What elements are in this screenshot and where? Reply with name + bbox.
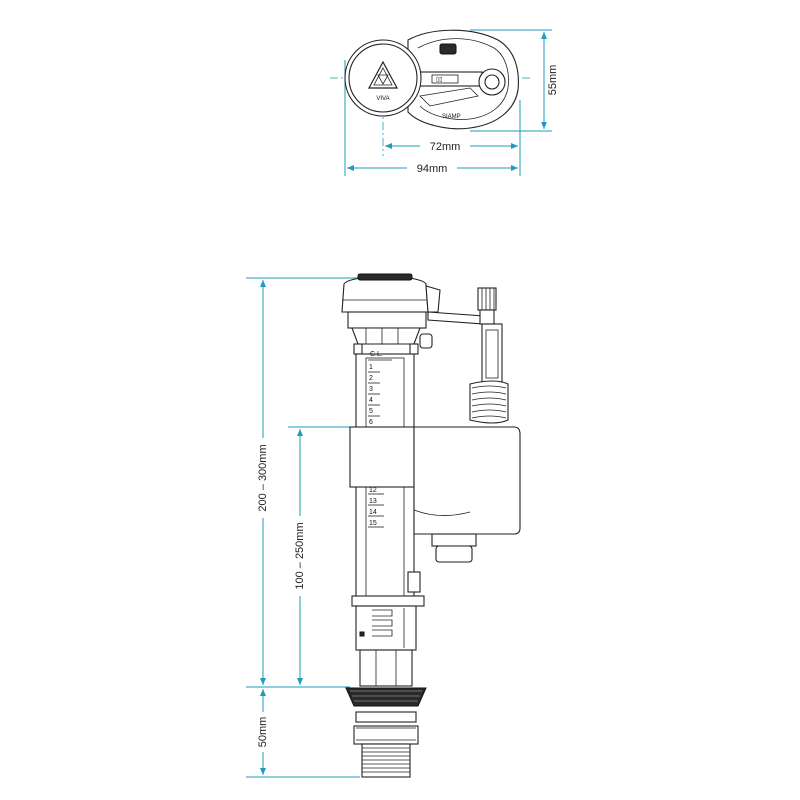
valve-head-inner <box>348 43 418 113</box>
scale-mark-4: 4 <box>369 397 373 404</box>
dim-label-outer-width: 94mm <box>417 163 448 175</box>
pivot-inner <box>484 74 500 90</box>
adjuster-knob-icon <box>481 288 495 310</box>
scale-mark-12: 12 <box>369 487 377 494</box>
height-scale-lower: 12 13 14 15 <box>368 487 384 528</box>
base-washer <box>345 687 427 707</box>
valve-head <box>341 273 441 355</box>
dim-label-shank: 50mm <box>257 717 269 748</box>
float-cup-inner <box>417 38 509 120</box>
scale-mark-15: 15 <box>369 520 377 527</box>
top-view: ▯▯ VIVA SIAMP 55mm 72mm 94mm <box>330 29 559 176</box>
spring-clips <box>372 608 405 648</box>
float-chamber <box>349 426 521 563</box>
part-marking-text: SIAMP <box>442 114 461 120</box>
dim-label-adjust: 100 – 250mm <box>294 522 306 589</box>
scale-mark-14: 14 <box>369 509 377 516</box>
spring <box>469 380 509 424</box>
scale-mark-1: 1 <box>369 364 373 371</box>
lower-column <box>351 571 425 687</box>
threaded-shank <box>353 711 419 778</box>
scale-mark-5: 5 <box>369 408 373 415</box>
slot-marking: ▯▯ <box>436 77 443 83</box>
scale-mark-13: 13 <box>369 498 377 505</box>
viva-logo-icon <box>367 60 399 89</box>
scale-mark-3: 3 <box>369 386 373 393</box>
linkage-slot <box>431 74 459 84</box>
adjuster-assembly <box>427 287 509 424</box>
cl-label: C.L. <box>370 351 383 358</box>
clip-detail <box>439 43 457 55</box>
scale-mark-6: 6 <box>369 419 373 426</box>
linkage-brace <box>419 87 479 107</box>
dim-label-total: 200 – 300mm <box>257 444 269 511</box>
side-view: 200 – 300mm 100 – 250mm 50mm <box>246 273 521 778</box>
dim-label-height: 55mm <box>547 65 559 96</box>
scale-mark-2: 2 <box>369 375 373 382</box>
brand-mark-text: VIVA <box>376 96 389 102</box>
dim-label-inner-width: 72mm <box>430 141 461 153</box>
